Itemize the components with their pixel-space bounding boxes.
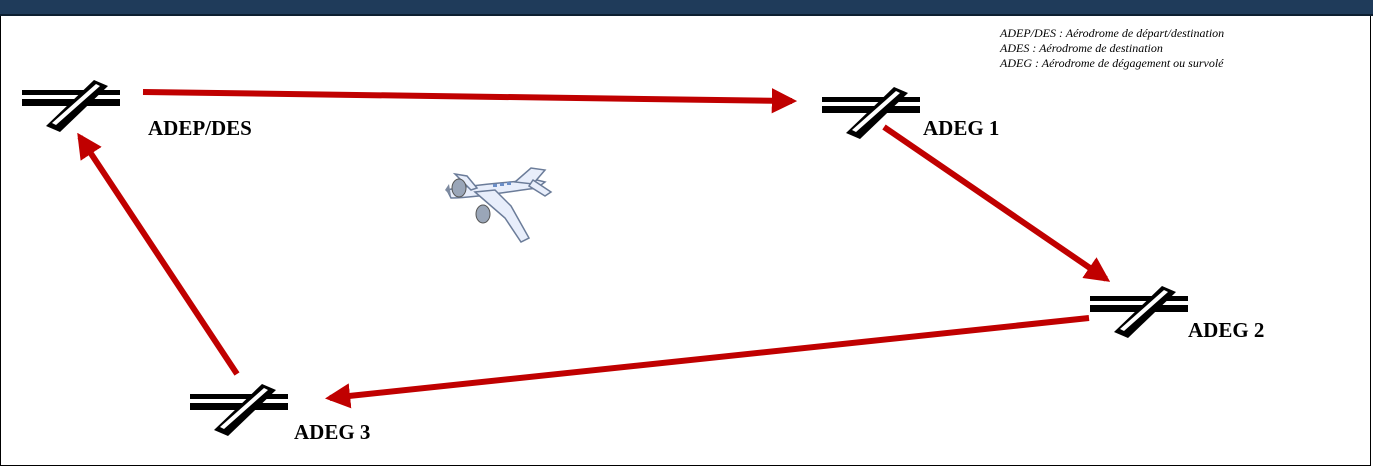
- runway-icon: [22, 80, 120, 132]
- runway-icon: [1090, 286, 1188, 338]
- aerodrome-label-adeg3: ADEG 3: [294, 420, 371, 444]
- airplane-icon: [445, 167, 553, 243]
- aerodrome-label-adeg2: ADEG 2: [1188, 318, 1265, 342]
- route-adeg3-to-adep: [77, 132, 240, 376]
- header-bar: [0, 0, 1373, 16]
- route-adep-to-adeg1: [142, 88, 798, 114]
- aerodrome-label-adeg1: ADEG 1: [923, 116, 1000, 140]
- legend-item: ADES : Aérodrome de destination: [1000, 41, 1163, 55]
- route-adeg1-to-adeg2: [882, 124, 1111, 282]
- runway-icon: [822, 87, 920, 139]
- legend-item: ADEP/DES : Aérodrome de départ/destinati…: [1000, 26, 1225, 40]
- legend: ADEP/DES : Aérodrome de départ/destinati…: [1000, 26, 1224, 71]
- route-adeg2-to-adeg3: [324, 315, 1090, 409]
- aerodrome-label-adep: ADEP/DES: [148, 116, 252, 140]
- runway-icon: [190, 384, 288, 436]
- legend-item: ADEG : Aérodrome de dégagement ou survol…: [1000, 56, 1224, 70]
